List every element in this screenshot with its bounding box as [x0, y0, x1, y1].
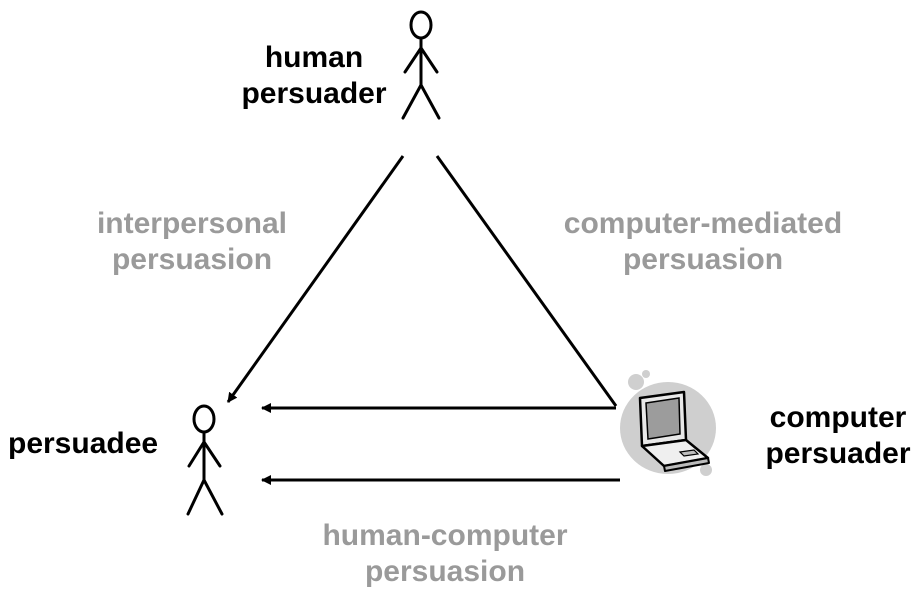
human-persuader-label: human persuader: [234, 40, 394, 112]
computer-persuader-line2: persuader: [765, 437, 911, 470]
human-computer-line1: human-computer: [322, 519, 568, 552]
interpersonal-persuasion-label: interpersonal persuasion: [82, 206, 302, 278]
computer-mediated-persuasion-label: computer-mediated persuasion: [548, 206, 858, 278]
computer-mediated-line1: computer-mediated: [563, 207, 843, 240]
human-persuader-line2: persuader: [241, 77, 387, 110]
laptop-icon: [620, 370, 716, 476]
computer-persuader-label: computer persuader: [758, 400, 918, 472]
human-computer-line2: persuasion: [364, 555, 526, 588]
persuadee-text: persuadee: [8, 427, 159, 460]
human-persuader-icon: [401, 10, 441, 120]
computer-mediated-line: [435, 155, 618, 407]
persuadee-icon: [186, 404, 224, 516]
computer-mediated-line2: persuasion: [622, 243, 784, 276]
human-persuader-line1: human: [264, 41, 364, 74]
persuadee-label: persuadee: [8, 426, 158, 462]
interpersonal-arrow: [226, 155, 405, 403]
human-computer-persuasion-label: human-computer persuasion: [300, 518, 590, 590]
computer-persuader-line1: computer: [769, 401, 907, 434]
interpersonal-line2: persuasion: [111, 243, 273, 276]
interpersonal-line1: interpersonal: [96, 207, 288, 240]
